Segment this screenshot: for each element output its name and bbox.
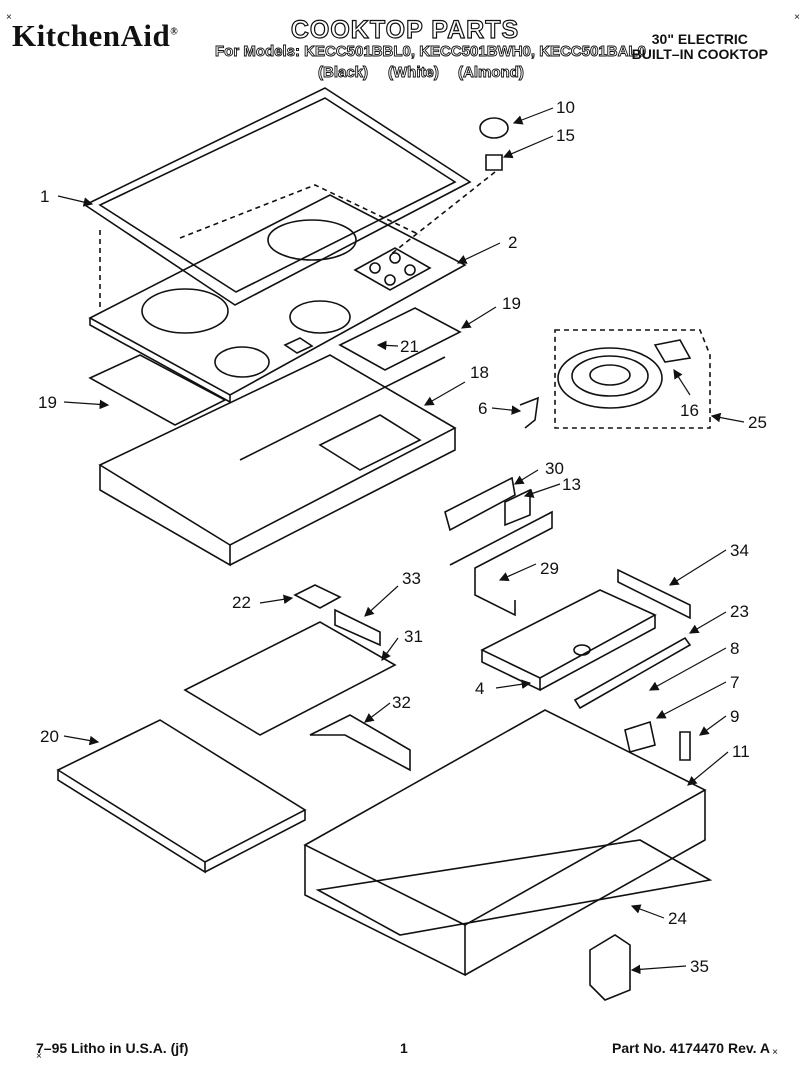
- bracket-33: [334, 608, 381, 647]
- trim-frame: [83, 87, 472, 306]
- callout-32: 32: [392, 693, 411, 712]
- callout-23: 23: [730, 602, 749, 621]
- corner-mark-tr: ×: [794, 12, 800, 23]
- corner-mark-bl: ×: [36, 1051, 42, 1062]
- trim-34: [617, 568, 691, 620]
- base-box-11: [303, 709, 707, 977]
- callout-7: 7: [730, 673, 739, 692]
- callout-21: 21: [400, 337, 419, 356]
- callout-10: 10: [556, 98, 575, 117]
- channel-29: [449, 510, 553, 617]
- part-number: Part No. 4174470 Rev. A: [612, 1040, 770, 1056]
- callout-35: 35: [690, 957, 709, 976]
- callout-29: 29: [540, 559, 559, 578]
- callout-24: 24: [668, 909, 687, 928]
- callout-22: 22: [232, 593, 251, 612]
- callout-8: 8: [730, 639, 739, 658]
- callout-18: 18: [470, 363, 489, 382]
- plug-9: [679, 731, 691, 761]
- switch-7: [624, 720, 656, 753]
- gasket-19-left: [88, 354, 227, 426]
- page-number: 1: [400, 1040, 408, 1056]
- callout-34: 34: [730, 541, 749, 560]
- model-list: For Models: KECC501BBL0, KECC501BWH0, KE…: [215, 43, 647, 61]
- panel-20: [56, 719, 307, 874]
- bracket-35: [589, 934, 631, 1001]
- callout-2: 2: [508, 233, 517, 252]
- callout-4: 4: [475, 679, 484, 698]
- control-panel: [480, 589, 657, 692]
- callout-1: 1: [40, 187, 49, 206]
- subtitle-line-2: BUILT–IN COOKTOP: [631, 46, 768, 62]
- burner-box: [98, 354, 457, 567]
- color-white: (White): [388, 64, 440, 82]
- gasket-19-right: [338, 307, 462, 371]
- callout-19-right: 19: [502, 294, 521, 313]
- color-almond: (Almond): [458, 64, 525, 82]
- glass-cooktop: [88, 194, 467, 404]
- subtitle-line-1: 30" ELECTRIC: [651, 31, 748, 47]
- callout-19-left: 19: [38, 393, 57, 412]
- litho-note: 7–95 Litho in U.S.A. (jf): [36, 1040, 189, 1056]
- clip: [519, 396, 539, 429]
- callout-9: 9: [730, 707, 739, 726]
- insulation-24: [315, 839, 713, 936]
- callout-30: 30: [545, 459, 564, 478]
- product-subtitle: 30" ELECTRIC BUILT–IN COOKTOP: [632, 32, 768, 62]
- color-black: (Black): [318, 64, 369, 82]
- callout-11: 11: [732, 742, 750, 761]
- callout-25: 25: [748, 413, 767, 432]
- callout-15: 15: [556, 126, 575, 145]
- control-knob: [479, 117, 509, 171]
- bracket-32: [309, 714, 411, 772]
- frame-31: [183, 621, 397, 736]
- corner-mark-br: ×: [772, 1047, 778, 1058]
- callout-33: 33: [402, 569, 421, 588]
- terminal-22: [293, 584, 342, 609]
- page-title: COOKTOP PARTS: [290, 15, 520, 44]
- callout-31: 31: [404, 627, 423, 646]
- exploded-parts-diagram: 1 2 4 6 7 8 9 10 11 13 15 16 18 19 19 20…: [38, 87, 767, 1001]
- callout-16: 16: [680, 401, 699, 420]
- corner-mark-tl: ×: [6, 12, 12, 23]
- callout-arrows: [57, 107, 745, 975]
- bar-23: [573, 636, 692, 710]
- callout-6: 6: [478, 399, 487, 418]
- callout-13: 13: [562, 475, 581, 494]
- callout-20: 20: [40, 727, 59, 746]
- brand-logo: KitchenAid®: [12, 18, 179, 53]
- bracket-30: [444, 476, 516, 532]
- radiant-element: [554, 329, 711, 429]
